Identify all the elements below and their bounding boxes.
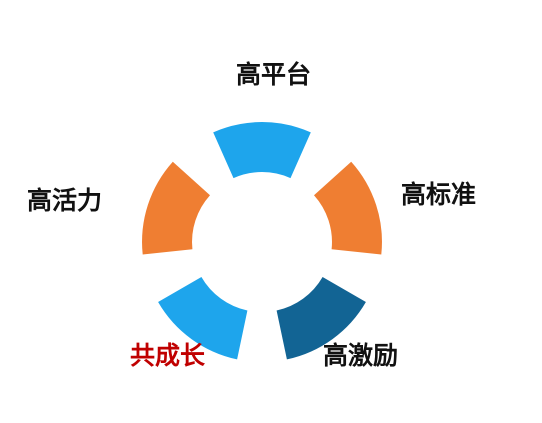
- segment-gongchengzhang: [158, 277, 248, 360]
- segment-gaojili: [276, 277, 366, 360]
- label-gaopingtai: 高平台: [236, 60, 312, 89]
- segment-gaopingtai: [213, 122, 311, 179]
- label-gaobiaozhun: 高标准: [401, 180, 477, 209]
- segment-gaohuoli: [142, 161, 210, 255]
- label-gongchengzhang: 共成长: [130, 341, 206, 370]
- label-gaohuoli: 高活力: [27, 186, 103, 215]
- label-gaojili: 高激励: [323, 341, 399, 370]
- segment-gaobiaozhun: [314, 161, 382, 255]
